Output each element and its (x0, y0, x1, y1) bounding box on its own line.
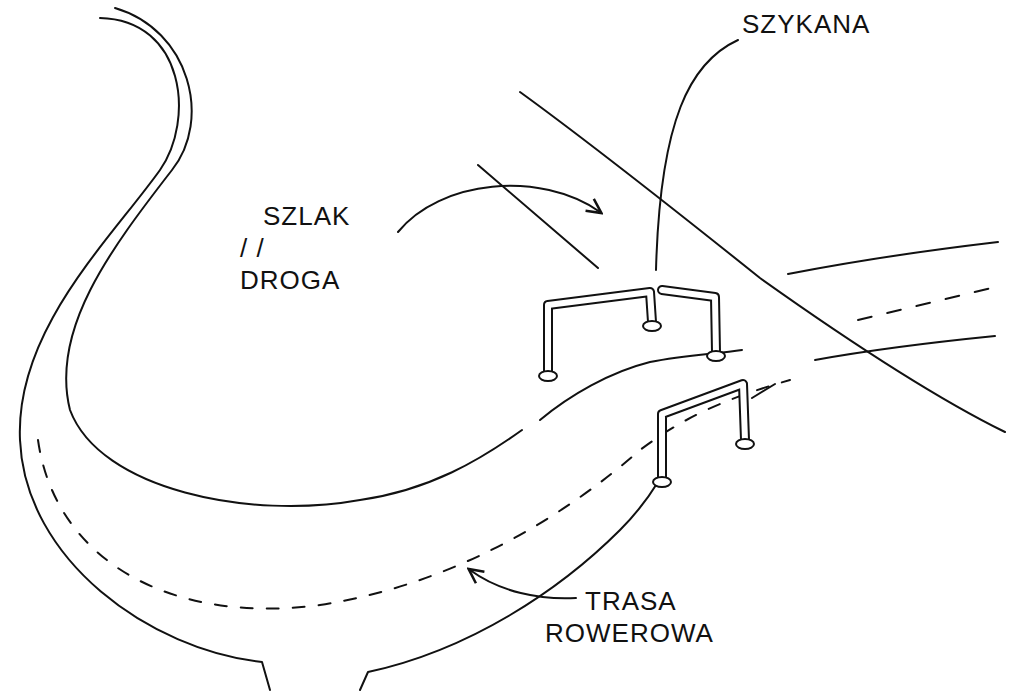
bike-path-label: TRASA ROWEROWA (545, 585, 738, 649)
trail-road-label: SZLAK / / DROGA (240, 200, 363, 296)
path-centre-line (38, 380, 790, 609)
leader-arrow (398, 186, 600, 232)
road-edge (788, 242, 998, 274)
chicane-barriers (539, 290, 754, 487)
trail-edge (478, 165, 598, 268)
road-edge (815, 336, 995, 360)
leader-arrow (656, 40, 738, 270)
leader-arrow (470, 570, 576, 598)
path-edge (752, 384, 775, 398)
road-centre-line (858, 286, 1000, 320)
chicane-label: SZYKANA (742, 8, 870, 40)
path-edge (66, 8, 522, 506)
trail-edge (520, 92, 1005, 432)
path-edge (20, 18, 270, 690)
path-edge (540, 350, 742, 420)
